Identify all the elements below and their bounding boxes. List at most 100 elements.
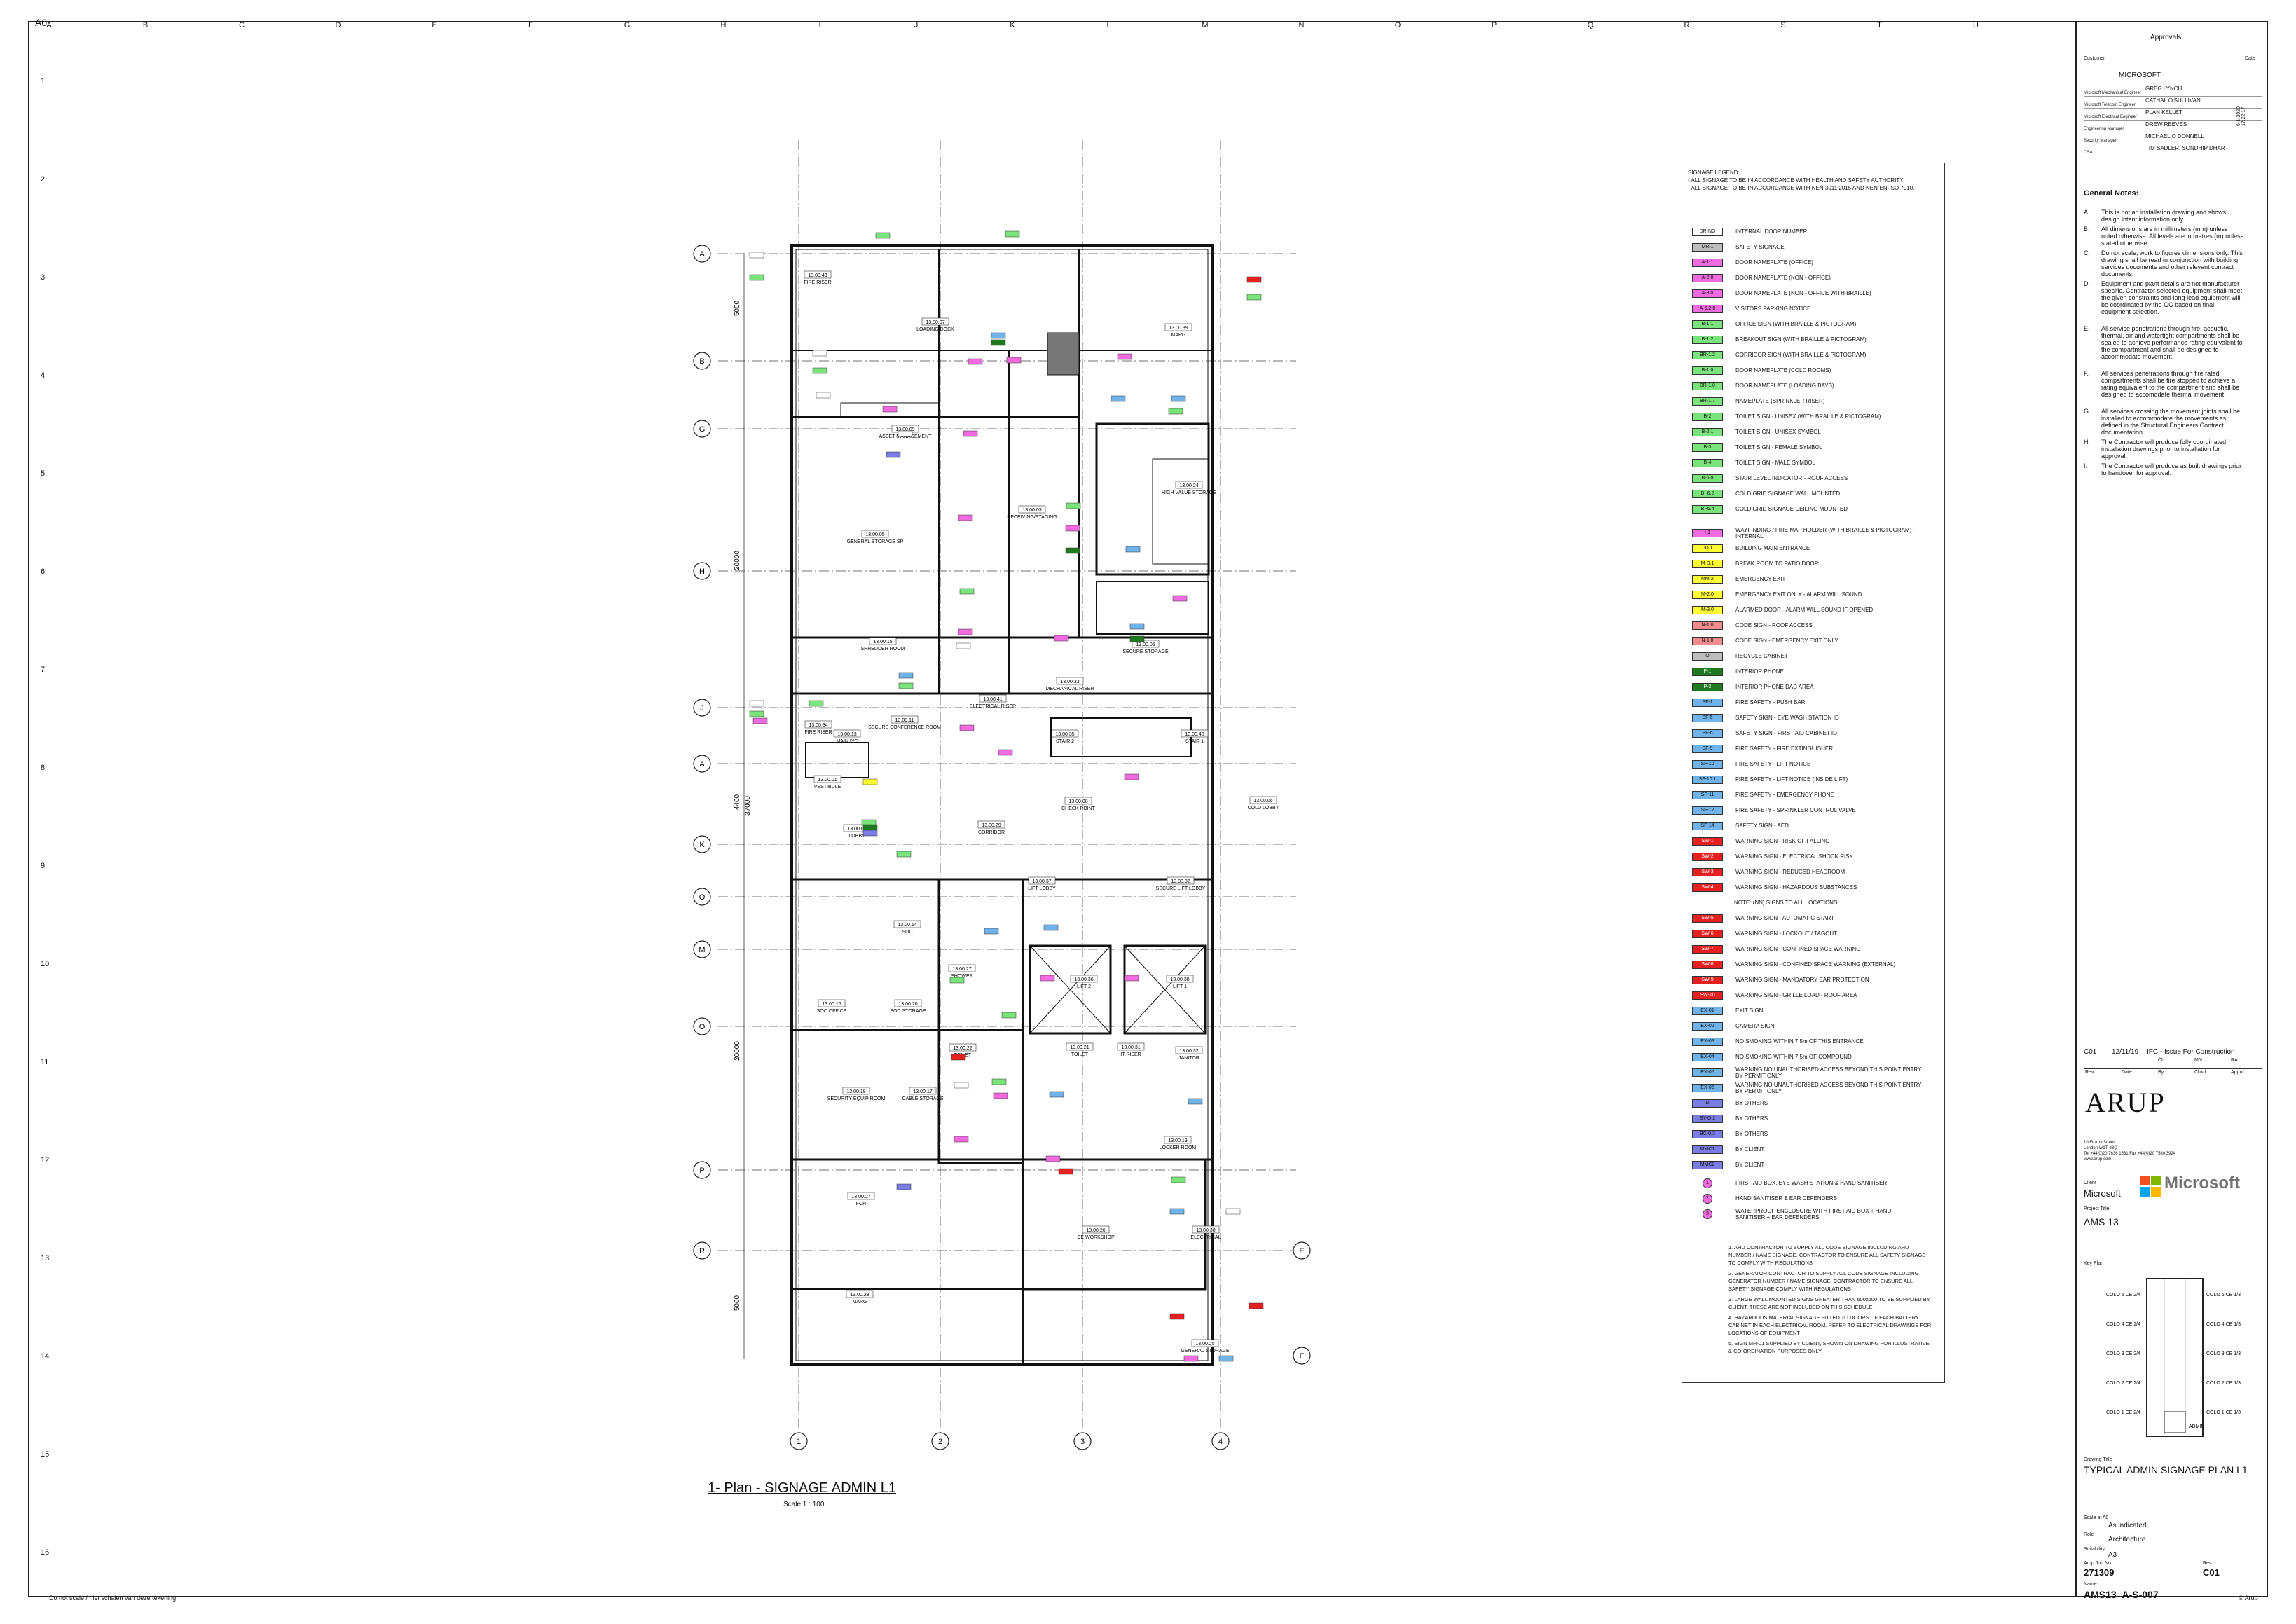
legend-label: WARNING SIGN - MANDATORY EAR PROTECTION — [1735, 977, 1869, 983]
room-number: 13.00.37 — [1032, 879, 1051, 884]
legend-label: INTERIOR PHONE — [1735, 668, 1784, 675]
legend-tag: SF-1 — [1692, 698, 1723, 707]
note-key: G. — [2084, 408, 2091, 415]
room-number: 13.00.39 — [1169, 326, 1188, 331]
room-name: SHREDDER ROOM — [860, 647, 905, 652]
room-number: 13.00.05 — [1136, 642, 1155, 647]
legend-label: CODE SIGN - ROOF ACCESS — [1735, 622, 1813, 628]
legend-tag: BR-1.2 — [1692, 350, 1723, 359]
legend-label: FIRE SAFETY - SPRINKLER CONTROL VALVE — [1735, 807, 1856, 813]
role-value: Architecture — [2108, 1536, 2146, 1543]
note-key: H. — [2084, 439, 2090, 446]
note-text: This is not an installation drawing and … — [2101, 209, 2227, 223]
grid-bubble-row: E — [1293, 1241, 1311, 1260]
legend-tag: BR-1.0 — [1692, 381, 1723, 390]
room-number: 13.00.43 — [808, 273, 827, 278]
legend-label: BY OTHERS — [1735, 1131, 1768, 1137]
room-number: 13.00.14 — [898, 923, 916, 928]
column-ref-label: E — [432, 21, 437, 29]
signage-marker — [862, 824, 878, 831]
legend-label: DOOR NAMEPLATE (NON - OFFICE WITH BRAILL… — [1735, 290, 1871, 296]
room-name: HIGH VALUE STORAGE — [1162, 490, 1216, 495]
legend-tag: EX-01 — [1692, 1006, 1723, 1015]
approver-name: PLAN KELLET — [2145, 109, 2182, 116]
signage-marker — [1168, 408, 1183, 415]
legend-footnote: 5. SIGN MR-01 SUPPLIED BY CLIENT, SHOWN … — [1728, 1340, 1930, 1354]
legend-tag: O — [1692, 652, 1723, 661]
note-text: All services crossing the movement joint… — [2101, 408, 2241, 436]
legend-label: NO SMOKING WITHIN 7.5m OF THIS ENTRANCE — [1735, 1038, 1864, 1045]
legend-tag: EX-03 — [1692, 1037, 1723, 1046]
approver-role: CSA — [2084, 151, 2093, 155]
room-name: SECURE STORAGE — [1122, 649, 1169, 654]
row-ref-label: 7 — [41, 666, 46, 674]
signage-marker — [1043, 924, 1059, 931]
key-plan-label: COLO 5 CE 2/4 — [2106, 1293, 2140, 1298]
room-number: 13.00.24 — [1179, 483, 1198, 488]
legend-label: WARNING SIGN - LOCKOUT / TAGOUT — [1735, 930, 1838, 937]
legend-heading: SIGNAGE LEGEND: — [1688, 170, 1740, 176]
legend-tag: I-D.1 — [1692, 544, 1723, 553]
client-label: Client — [2084, 1181, 2096, 1185]
key-plan-label: COLO 1 CE 1/3 — [2206, 1410, 2241, 1415]
legend-tag: A-5.2.0 — [1692, 304, 1723, 313]
room-name: ELECTRICAL — [1190, 1235, 1221, 1240]
room-name: SOC OFFICE — [817, 1009, 847, 1014]
grid-bubble-column: 4 — [1211, 1432, 1230, 1450]
legend-label: DOOR NAMEPLATE (LOADING BAYS) — [1735, 383, 1834, 389]
grid-bubble-label: A — [699, 760, 705, 769]
signage-marker — [1006, 357, 1022, 364]
room-number: 13.00.27 — [851, 1195, 870, 1199]
room-name: LIFT 1 — [1173, 984, 1187, 989]
key-plan-label: COLO 3 CE 2/4 — [2106, 1351, 2140, 1356]
signage-marker — [1124, 975, 1139, 982]
legend-tag: SW-3 — [1692, 867, 1723, 876]
key-plan-admin-label: ADMIN — [2189, 1424, 2205, 1429]
room-name: MARG — [853, 1300, 867, 1305]
legend-tag: SW-6 — [1692, 929, 1723, 938]
room-number: 13.00.30 — [1196, 1228, 1215, 1233]
legend-label: BUILDING MAIN ENTRANCE — [1735, 545, 1810, 551]
signage-marker — [862, 830, 878, 837]
legend-tag: BR-1.7 — [1692, 397, 1723, 406]
legend-tag: BI-6.2 — [1692, 489, 1723, 498]
room-number: 13.00.07 — [926, 320, 944, 325]
legend-row: NOTE: (NN) SIGNS TO ALL LOCATIONS — [1692, 899, 1837, 907]
signage-marker — [1129, 635, 1145, 642]
signage-marker — [1183, 1355, 1199, 1362]
key-plan-label: COLO 4 CE 1/3 — [2206, 1322, 2241, 1327]
approver-name: CATHAL O'SULLIVAN — [2145, 97, 2201, 104]
row-ref-label: 4 — [41, 371, 46, 380]
signage-marker — [958, 628, 973, 635]
title-block: Approvals Customer Date MICROSOFT Micros… — [2075, 21, 2268, 1600]
room-number: 13.00.02 — [847, 827, 866, 832]
legend-tag: D — [1692, 1099, 1723, 1108]
room-name: FCR — [856, 1202, 866, 1206]
key-plan-label: COLO 4 CE 2/4 — [2106, 1322, 2140, 1327]
signage-marker — [1065, 525, 1080, 532]
